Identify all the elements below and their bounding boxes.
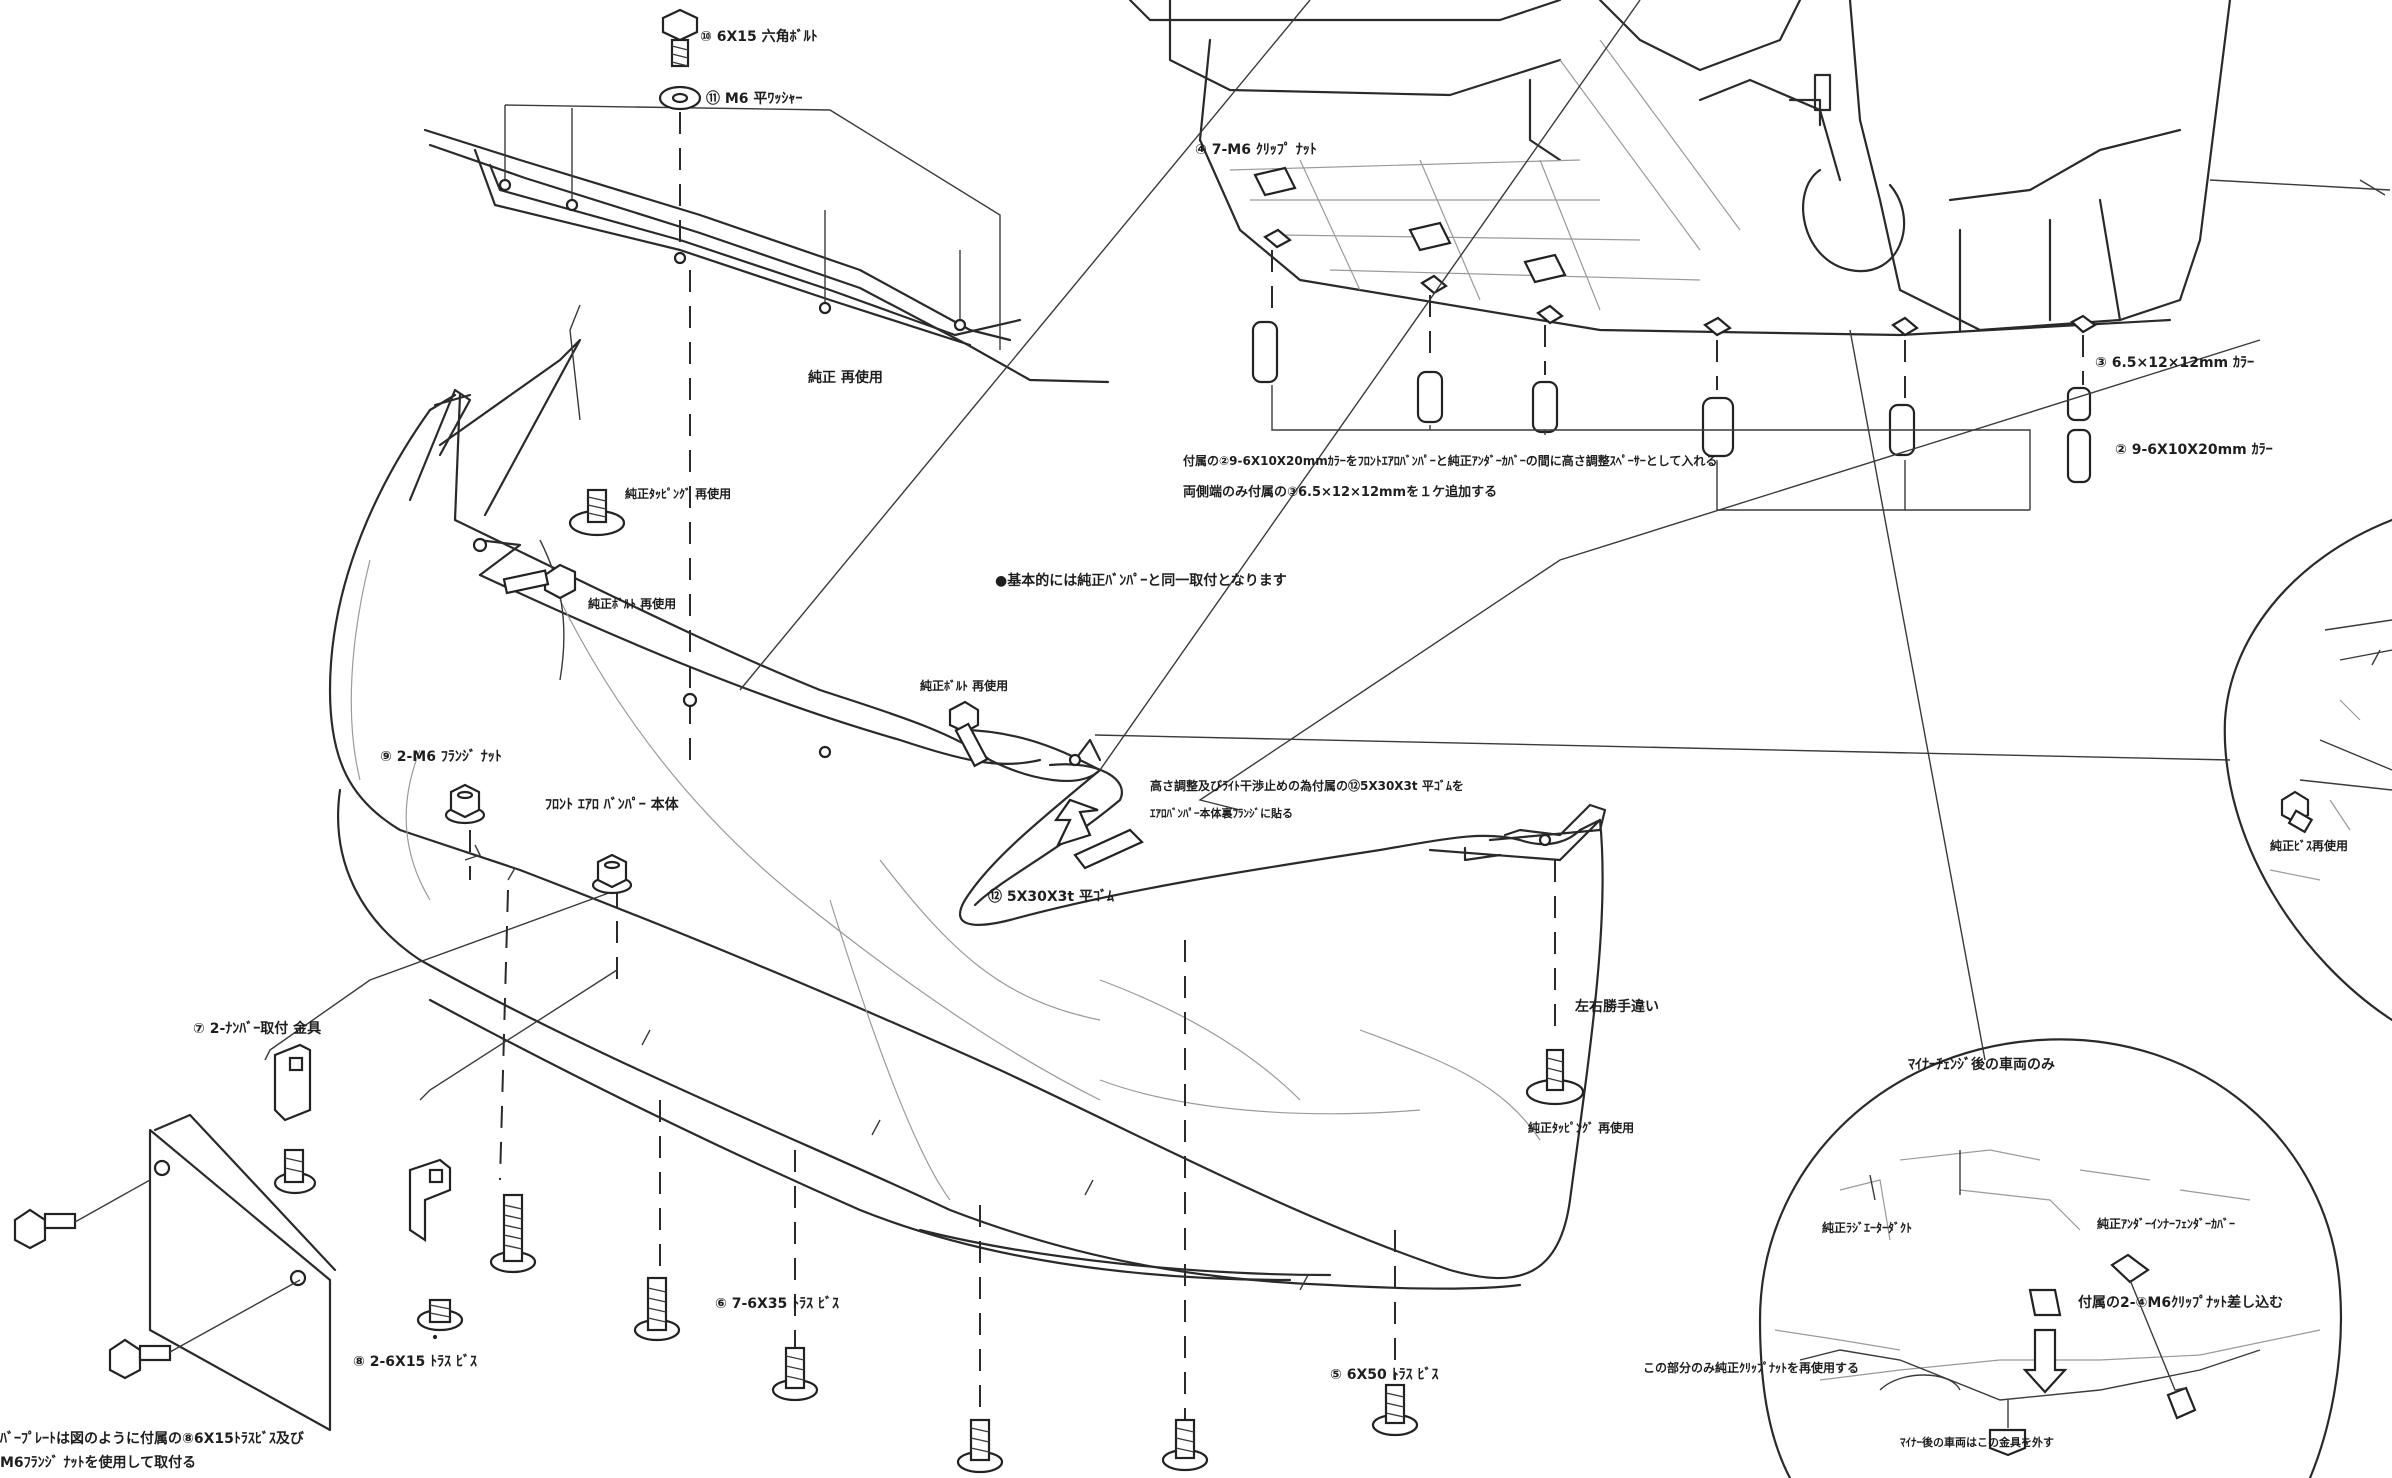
flange-bolt-icon (13, 1179, 151, 1250)
label-spacer-note-2: 両側端のみ付属の③6.5×12×12mmを１ケ追加する (1183, 485, 1498, 500)
label-basic-note: ●基本的には純正ﾊﾞﾝﾊﾟｰと同一取付となります (995, 573, 1287, 589)
flange-bolt-icon (108, 1279, 301, 1380)
rubber-pad-icon (1073, 828, 1144, 870)
label-truss-5: ⑤ 6X50 ﾄﾗｽ ﾋﾞｽ (1330, 1367, 1439, 1383)
label-spacer-note-1: 付属の②9-6X10X20mmｶﾗｰをﾌﾛﾝﾄｴｱﾛﾊﾞﾝﾊﾟｰと純正ｱﾝﾀﾞｰ… (1183, 454, 1718, 468)
label-collar-6-5: ③ 6.5×12×12mm ｶﾗｰ (2095, 355, 2255, 371)
truss-screw-icon-6 (771, 1346, 819, 1402)
clip-nut-icon (1703, 316, 1732, 337)
label-remove-bracket-note: ﾏｲﾅｰ後の車両はこの金具を外す (1900, 1436, 2054, 1449)
collar-icon (1701, 396, 1735, 458)
label-bolt-6x15: ⑩ 6X15 六角ﾎﾞﾙﾄ (700, 29, 818, 45)
label-number-bracket: ⑦ 2-ﾅﾝﾊﾞｰ取付 金具 (193, 1021, 322, 1037)
label-screw-reuse-right: 純正ﾋﾞｽ再使用 (2270, 839, 2349, 853)
label-tapping-reuse-1: 純正ﾀｯﾋﾟﾝｸﾞ 再使用 (625, 487, 732, 501)
label-under-inner-fender: 純正ｱﾝﾀﾞｰｲﾝﾅｰﾌｪﾝﾀﾞｰｶﾊﾞｰ (2097, 1217, 2236, 1231)
number-bracket-icon (273, 1043, 312, 1122)
label-bolt-reuse-1: 純正ﾎﾞﾙﾄ 再使用 (588, 597, 677, 611)
collar-spacers (1251, 250, 2092, 511)
label-flange-nut: ⑨ 2-M6 ﾌﾗﾝｼﾞ ﾅｯﾄ (380, 749, 502, 765)
collar-icon (1416, 370, 1444, 424)
clip-nut-icon (1408, 221, 1452, 252)
minor-change-detail-circle (1758, 1038, 2343, 1478)
label-bolt-reuse-2: 純正ﾎﾞﾙﾄ 再使用 (920, 679, 1009, 693)
label-junsei-reuse: 純正 再使用 (808, 370, 883, 386)
label-rubber-note-2: ｴｱﾛﾊﾞﾝﾊﾟｰ本体裏ﾌﾗﾝｼﾞに貼る (1150, 807, 1293, 820)
label-body: ﾌﾛﾝﾄ ｴｱﾛ ﾊﾞﾝﾊﾟｰ 本体 (545, 797, 679, 813)
clip-nut-icon (1253, 166, 1297, 197)
label-plate-note-2: M6ﾌﾗﾝｼﾞ ﾅｯﾄを使用して取付る (0, 1455, 197, 1471)
right-detail-circle (2223, 518, 2392, 1022)
collar-icon (2066, 428, 2092, 484)
arrow-up-icon (1053, 798, 1099, 847)
truss-screw-icon-6 (956, 1418, 1004, 1474)
number-plate (148, 1113, 337, 1432)
collar-icon (2066, 386, 2092, 422)
label-truss-8: ⑧ 2-6X15 ﾄﾗｽ ﾋﾞｽ (353, 1354, 478, 1370)
label-radiator-duct: 純正ﾗｼﾞｴｰﾀｰﾀﾞｸﾄ (1822, 1221, 1913, 1235)
clip-nut-icon (1891, 316, 1919, 337)
leader-lines (264, 0, 2261, 1101)
washer-m6-icon (658, 85, 702, 111)
clip-nut-icon (1420, 274, 1448, 295)
tapping-screw-icon-right (1525, 1048, 1585, 1106)
label-rubber-12: ⑫ 5X30X3t 平ｺﾞﾑ (988, 889, 1114, 905)
label-lr-differ: 左右勝手違い (1575, 999, 1659, 1015)
clip-nut-icon (1536, 304, 1564, 325)
upper-garnish-strip (423, 104, 1110, 384)
label-clip-nut-insert: 付属の2-④M6ｸﾘｯﾌﾟﾅｯﾄ差し込む (2078, 1295, 2284, 1311)
clip-nut-icon (1263, 228, 1292, 249)
truss-screw-icon (416, 1298, 464, 1332)
label-minor-change-title: ﾏｲﾅｰﾁｪﾝｼﾞ後の車両のみ (1908, 1057, 2055, 1073)
collar-icon (1251, 320, 1279, 384)
clip-nut-icon (1523, 253, 1567, 284)
bolt-reuse-icon (502, 563, 577, 600)
collar-icon (1531, 380, 1559, 434)
bolt-reuse-icon-2 (948, 700, 989, 768)
label-washer-m6: ⑪ M6 平ﾜｯｼｬｰ (706, 91, 803, 107)
vehicle-underside-drawing (1128, 0, 2391, 337)
number-bracket-icon-2 (408, 1158, 452, 1243)
truss-screw-icon-6 (1161, 1418, 1209, 1472)
label-rubber-note-1: 高さ調整及びﾗｲﾄ干渉止めの為付属の⑫5X30X3t 平ｺﾞﾑを (1150, 779, 1464, 793)
flange-nut-icon (444, 783, 486, 825)
truss-screw-icon-6 (489, 1193, 537, 1274)
clip-nut-icon (2070, 314, 2097, 334)
label-tapping-reuse-2: 純正ﾀｯﾋﾟﾝｸﾞ 再使用 (1528, 1121, 1635, 1135)
label-plate-note-1: ﾊﾞｰﾌﾟﾚｰﾄは図のように付属の⑧6X15ﾄﾗｽﾋﾞｽ及び (0, 1431, 304, 1447)
flange-nut-icon (591, 853, 633, 895)
truss-screw-icon-5 (1371, 1383, 1419, 1437)
truss-screw-icon-6 (633, 1276, 681, 1342)
truss-screw-icon (432, 1334, 438, 1340)
bolt-6x15-icon (661, 8, 699, 68)
front-aero-bumper-body (328, 338, 1607, 1291)
tapping-screw-icon (568, 488, 626, 537)
label-truss-6: ⑥ 7-6X35 ﾄﾗｽ ﾋﾞｽ (715, 1296, 840, 1312)
label-clip-nut-7: ④ 7-M6 ｸﾘｯﾌﾟ ﾅｯﾄ (1195, 142, 1317, 158)
label-clip-reuse-note: この部分のみ純正ｸﾘｯﾌﾟﾅｯﾄを再使用する (1643, 1361, 1860, 1375)
label-collar-9: ② 9-6X10X20mm ｶﾗｰ (2115, 442, 2273, 458)
truss-screw-icon (273, 1148, 317, 1195)
clip-nut-icon (2028, 1253, 2197, 1420)
